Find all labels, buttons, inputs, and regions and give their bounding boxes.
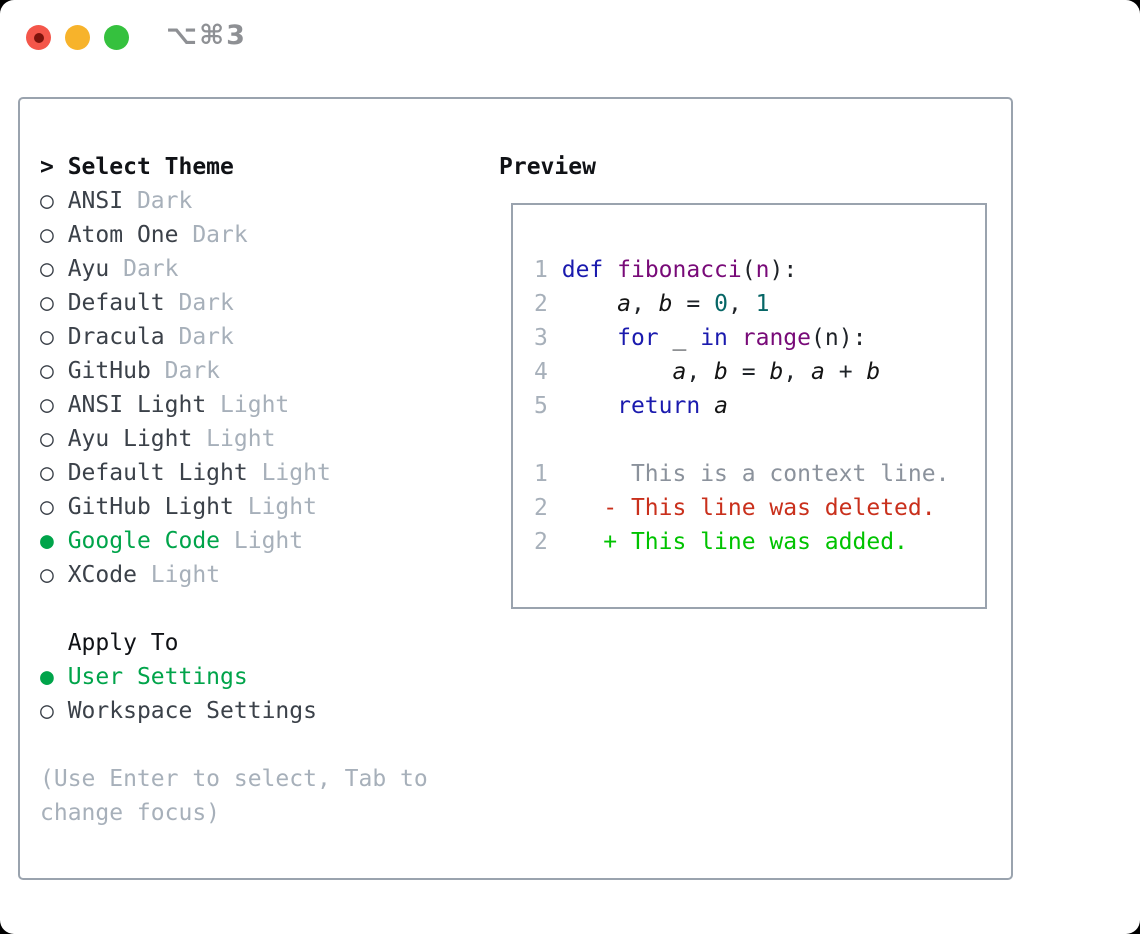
theme-variant: Dark <box>164 290 234 316</box>
apply-option-label: Workspace Settings <box>67 698 317 724</box>
theme-name: ANSI <box>67 188 124 214</box>
theme-option[interactable]: ○ Dracula Dark <box>40 320 440 354</box>
apply-option-label: User Settings <box>67 664 248 690</box>
close-button[interactable] <box>26 25 51 50</box>
preview-panel: 1 def fibonacci(n): 2 a, b = 0, 1 3 for _ … <box>511 203 987 609</box>
theme-list: ○ ANSI Dark○ Atom One Dark○ Ayu Dark○ De… <box>40 184 440 592</box>
code-line: 3 for _ in range(n): <box>534 325 867 351</box>
theme-name: XCode <box>67 562 137 588</box>
theme-name: Google Code <box>67 528 221 554</box>
theme-variant: Light <box>247 460 331 486</box>
theme-option[interactable]: ○ Default Light Light <box>40 456 440 490</box>
line-number: 1 <box>534 257 548 283</box>
line-number: 2 <box>534 291 548 317</box>
code-line: 5 return a <box>534 393 728 419</box>
radio-icon: ○ <box>40 324 68 350</box>
theme-list-header: > Select Theme <box>40 154 234 180</box>
line-number: 5 <box>534 393 548 419</box>
code-line: 4 a, b = b, a + b <box>534 359 881 385</box>
main-panel: > Select Theme ○ ANSI Dark○ Atom One Dar… <box>18 97 1013 880</box>
radio-icon: ○ <box>40 222 68 248</box>
code-preview: 1 def fibonacci(n): 2 a, b = 0, 1 3 for _ … <box>534 253 985 423</box>
diff-line: 2 - This line was deleted. <box>534 491 985 525</box>
theme-option[interactable]: ○ Ayu Dark <box>40 252 440 286</box>
apply-option[interactable]: ● User Settings <box>40 660 440 694</box>
theme-variant: Dark <box>150 358 221 384</box>
theme-option[interactable]: ○ ANSI Dark <box>40 184 440 218</box>
radio-icon: ● <box>40 528 68 554</box>
theme-name: Default Light <box>67 460 248 486</box>
theme-option[interactable]: ○ Atom One Dark <box>40 218 440 252</box>
theme-variant: Light <box>220 528 304 554</box>
theme-variant: Light <box>233 494 317 520</box>
radio-icon: ○ <box>40 188 68 214</box>
theme-name: Atom One <box>67 222 179 248</box>
line-number: 1 <box>534 461 548 487</box>
theme-name: Default <box>67 290 165 316</box>
theme-variant: Dark <box>164 324 234 350</box>
theme-pane: > Select Theme ○ ANSI Dark○ Atom One Dar… <box>40 150 440 830</box>
focus-caret-icon: > <box>40 154 68 180</box>
radio-icon: ○ <box>40 698 68 724</box>
theme-variant: Light <box>206 392 290 418</box>
zoom-button[interactable] <box>104 25 129 50</box>
line-number: 4 <box>534 359 548 385</box>
close-button-dot <box>33 32 44 43</box>
theme-variant: Dark <box>109 256 179 282</box>
radio-icon: ○ <box>40 290 68 316</box>
radio-icon: ○ <box>40 256 68 282</box>
diff-line: 1 This is a context line. <box>534 457 985 491</box>
minimize-button[interactable] <box>65 25 90 50</box>
theme-variant: Dark <box>178 222 248 248</box>
theme-variant: Dark <box>123 188 193 214</box>
radio-icon: ○ <box>40 460 68 486</box>
radio-icon: ○ <box>40 562 68 588</box>
theme-variant: Light <box>192 426 276 452</box>
theme-name: Ayu Light <box>67 426 193 452</box>
theme-name: GitHub Light <box>67 494 234 520</box>
diff-preview: 1 This is a context line.2 - This line w… <box>534 457 985 559</box>
theme-option[interactable]: ○ ANSI Light Light <box>40 388 440 422</box>
line-number: 2 <box>534 529 548 555</box>
theme-option[interactable]: ○ Ayu Light Light <box>40 422 440 456</box>
apply-option[interactable]: ○ Workspace Settings <box>40 694 440 728</box>
theme-option[interactable]: ○ XCode Light <box>40 558 440 592</box>
line-number: 3 <box>534 325 548 351</box>
theme-name: Ayu <box>67 256 110 282</box>
code-line: 2 a, b = 0, 1 <box>534 291 770 317</box>
radio-icon: ● <box>40 664 68 690</box>
theme-option[interactable]: ○ GitHub Dark <box>40 354 440 388</box>
radio-icon: ○ <box>40 358 68 384</box>
diff-text: - This line was deleted. <box>603 495 936 521</box>
radio-icon: ○ <box>40 494 68 520</box>
theme-option[interactable]: ○ Default Dark <box>40 286 440 320</box>
diff-text: This is a context line. <box>630 461 950 487</box>
theme-variant: Light <box>136 562 221 588</box>
theme-option[interactable]: ● Google Code Light <box>40 524 440 558</box>
line-number: 2 <box>534 495 548 521</box>
radio-icon: ○ <box>40 392 68 418</box>
theme-option[interactable]: ○ GitHub Light Light <box>40 490 440 524</box>
window-title: ⌥⌘3 <box>166 20 247 51</box>
diff-text: + This line was added. <box>603 529 908 555</box>
preview-header: Preview <box>499 154 596 180</box>
apply-to-header: Apply To <box>67 630 179 656</box>
theme-name: ANSI Light <box>67 392 207 418</box>
spacer <box>534 423 985 457</box>
theme-name: Dracula <box>67 324 165 350</box>
apply-to-list: ● User Settings○ Workspace Settings <box>40 660 440 728</box>
spacer <box>40 728 440 762</box>
help-text: (Use Enter to select, Tab to change focu… <box>40 766 428 826</box>
theme-name: GitHub <box>67 358 151 384</box>
radio-icon: ○ <box>40 426 68 452</box>
code-line: 1 def fibonacci(n): <box>534 257 798 283</box>
diff-line: 2 + This line was added. <box>534 525 985 559</box>
spacer <box>40 592 440 626</box>
